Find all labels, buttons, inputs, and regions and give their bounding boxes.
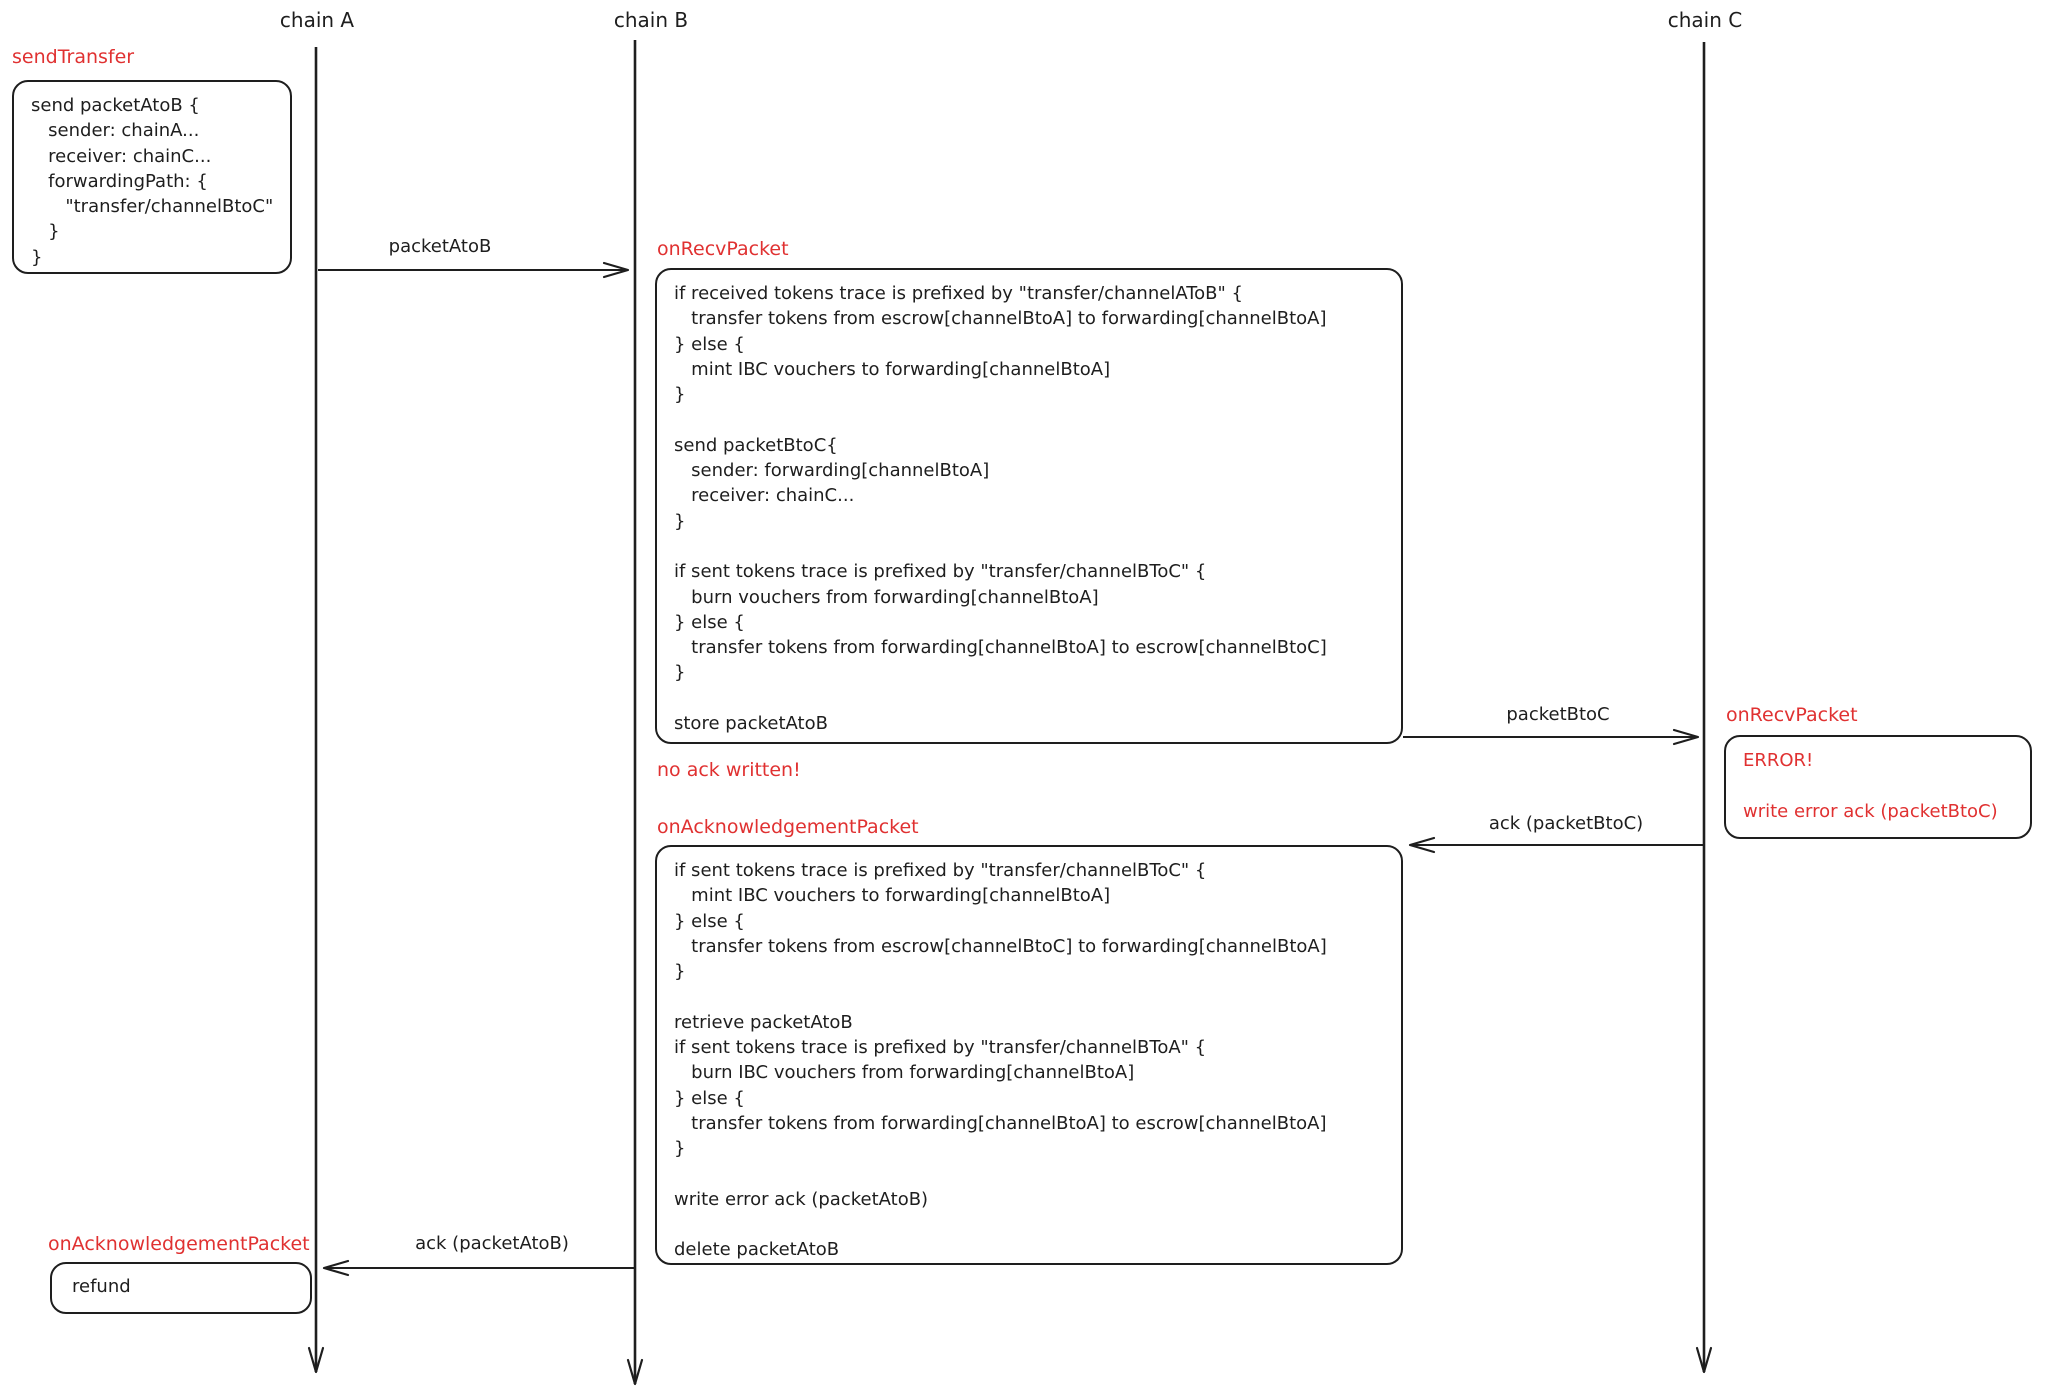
lifeline-label-chain-c: chain C <box>1667 8 1743 32</box>
on-recv-packet-c-note: ERROR! write error ack (packetBtoC) <box>1724 735 2032 839</box>
message-label-packet-a-to-b: packetAtoB <box>388 236 492 257</box>
no-ack-written-note: no ack written! <box>657 759 801 781</box>
send-transfer-code: send packetAtoB { sender: chainA... rece… <box>31 95 274 268</box>
refund-code: refund <box>72 1276 131 1297</box>
on-acknowledgement-packet-b-title: onAcknowledgementPacket <box>657 816 919 838</box>
on-acknowledgement-packet-b-code: if sent tokens trace is prefixed by "tra… <box>674 860 1327 1261</box>
lifeline-label-chain-a: chain A <box>279 8 355 32</box>
send-transfer-title: sendTransfer <box>12 46 135 68</box>
lifeline-label-chain-b: chain B <box>613 8 689 32</box>
on-recv-packet-b-code: if received tokens trace is prefixed by … <box>674 283 1327 735</box>
send-transfer-note: send packetAtoB { sender: chainA... rece… <box>12 80 292 274</box>
on-acknowledgement-packet-a-title: onAcknowledgementPacket <box>48 1233 310 1255</box>
on-acknowledgement-packet-b-note: if sent tokens trace is prefixed by "tra… <box>655 845 1403 1265</box>
on-recv-packet-b-title: onRecvPacket <box>657 238 789 260</box>
refund-note: refund <box>50 1262 312 1314</box>
message-label-ack-packet-b-to-c: ack (packetBtoC) <box>1488 813 1644 834</box>
message-label-packet-b-to-c: packetBtoC <box>1506 704 1610 725</box>
on-recv-packet-b-note: if received tokens trace is prefixed by … <box>655 268 1403 744</box>
on-recv-packet-c-code: ERROR! write error ack (packetBtoC) <box>1743 750 1998 822</box>
on-recv-packet-c-title: onRecvPacket <box>1726 704 1858 726</box>
message-label-ack-packet-a-to-b: ack (packetAtoB) <box>415 1233 569 1254</box>
